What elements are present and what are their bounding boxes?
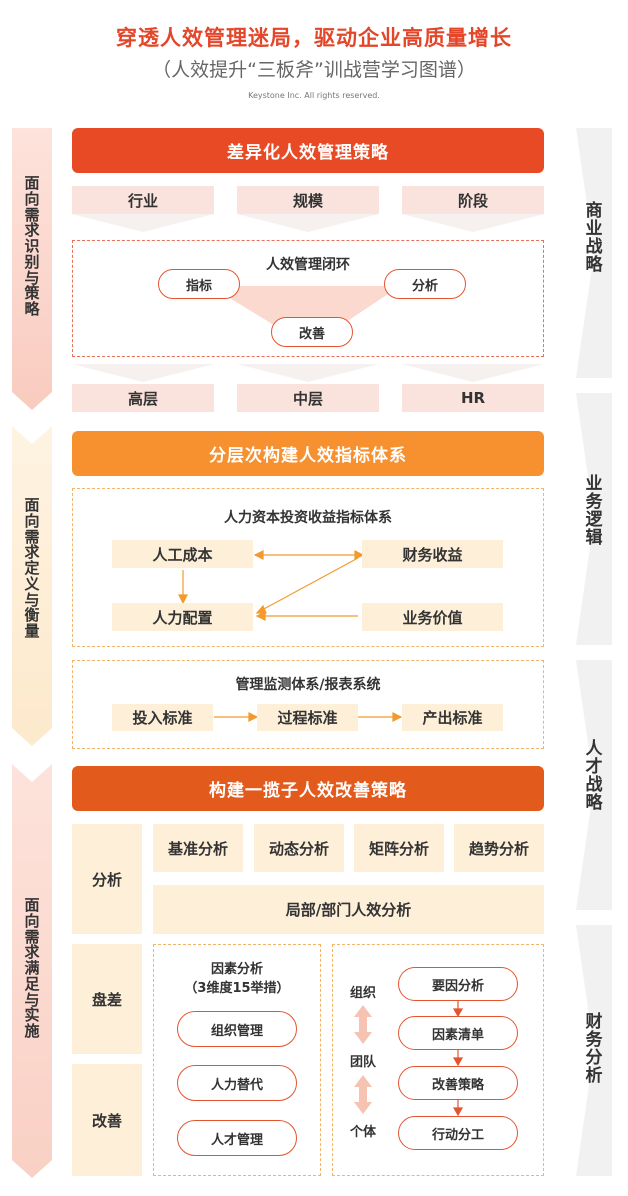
banner-strategy: 差异化人效管理策略	[72, 128, 544, 173]
right-label-4: 财务分析	[585, 1012, 603, 1086]
factor-org-management: 组织管理	[177, 1011, 297, 1047]
loop-indicator: 指标	[158, 269, 240, 299]
left-label-1: 面向需求识别与策略	[24, 174, 40, 318]
cell-labor-cost: 人工成本	[112, 540, 253, 568]
analysis-matrix: 矩阵分析	[354, 824, 444, 872]
factor-labor-substitution: 人力替代	[177, 1065, 297, 1101]
analysis-trend: 趋势分析	[454, 824, 544, 872]
label-improve: 改善	[72, 1064, 142, 1176]
right-label-1: 商业战略	[585, 201, 603, 275]
box-stage: 阶段	[402, 186, 544, 214]
flow-input: 投入标准	[112, 704, 213, 731]
system-title: 人力资本投资收益指标体系	[224, 510, 392, 526]
factor-title: 因素分析	[210, 962, 263, 977]
cell-staffing: 人力配置	[112, 603, 253, 631]
step-action: 行动分工	[398, 1116, 518, 1150]
level-team: 团队	[349, 1055, 376, 1070]
box-scale: 规模	[237, 186, 379, 214]
cell-business-value: 业务价值	[362, 603, 503, 631]
analysis-local: 局部/部门人效分析	[153, 885, 544, 934]
left-label-2: 面向需求定义与衡量	[24, 496, 40, 640]
analysis-dynamic: 动态分析	[254, 824, 344, 872]
flow-process: 过程标准	[257, 704, 358, 731]
step-factor-list: 因素清单	[398, 1016, 518, 1050]
banner-indicator-system: 分层次构建人效指标体系	[72, 431, 544, 476]
analysis-benchmark: 基准分析	[153, 824, 243, 872]
flow-output: 产出标准	[402, 704, 503, 731]
step-strategy: 改善策略	[398, 1066, 518, 1100]
label-analysis: 分析	[72, 824, 142, 934]
monitor-container	[72, 660, 544, 749]
system-container	[72, 488, 544, 647]
label-gap: 盘差	[72, 944, 142, 1054]
banner-improvement: 构建一揽子人效改善策略	[72, 766, 544, 811]
factor-talent-management: 人才管理	[177, 1120, 297, 1156]
copyright-text: Keystone Inc. All rights reserved.	[248, 91, 380, 100]
action-container	[332, 944, 544, 1176]
loop-title: 人效管理闭环	[266, 257, 350, 273]
loop-improve: 改善	[271, 317, 353, 347]
loop-container	[72, 240, 544, 357]
box-senior: 高层	[72, 384, 214, 412]
box-middle: 中层	[237, 384, 379, 412]
level-individual: 个体	[349, 1125, 376, 1140]
page-title: 穿透人效管理迷局，驱动企业高质量增长	[116, 26, 512, 50]
right-label-2: 业务逻辑	[585, 474, 603, 548]
box-hr: HR	[402, 384, 544, 412]
loop-analysis: 分析	[384, 269, 466, 299]
left-label-3: 面向需求满足与实施	[24, 896, 40, 1040]
monitor-title: 管理监测体系/报表系统	[235, 677, 381, 693]
factor-container	[153, 944, 321, 1176]
level-org: 组织	[349, 986, 376, 1001]
step-key-factor: 要因分析	[398, 967, 518, 1001]
cell-financial-return: 财务收益	[362, 540, 503, 568]
box-industry: 行业	[72, 186, 214, 214]
page-subtitle: （人效提升“三板斧”训战营学习图谱）	[152, 59, 476, 81]
right-label-3: 人才战略	[585, 739, 603, 813]
factor-subtitle: （3维度15举措）	[184, 981, 290, 996]
